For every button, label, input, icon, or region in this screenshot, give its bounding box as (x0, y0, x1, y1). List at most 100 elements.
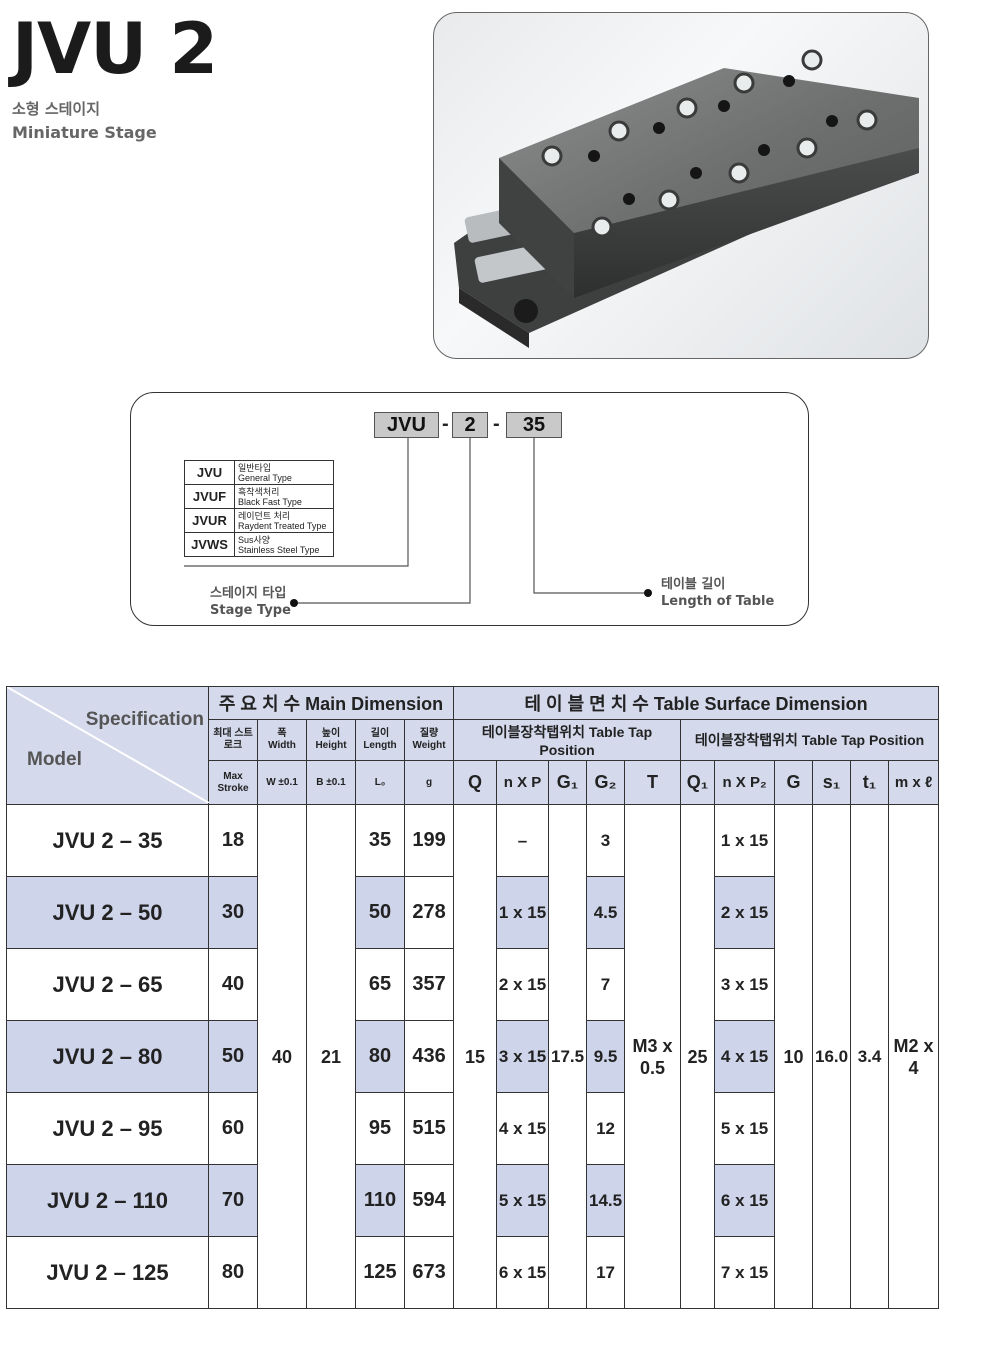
code-separator: - (493, 413, 500, 435)
np2-cell: 6 x 15 (714, 1164, 776, 1237)
g2-cell: 14.5 (586, 1164, 626, 1237)
specification-table: Specification Model 주 요 치 수 Main Dimensi… (6, 686, 940, 1309)
main-dimension-header: 주 요 치 수 Main Dimension (207, 686, 455, 720)
model-label: Model (27, 749, 82, 770)
weight-cell: 357 (403, 948, 455, 1021)
np2-cell: 2 x 15 (714, 876, 776, 949)
type-code: JVUF (184, 484, 235, 509)
table-row: JVU 2 – 35 18 40 21 35 199 15 – 17.5 3 M… (6, 804, 940, 1309)
table-surface-header: 테 이 블 면 치 수 Table Surface Dimension (453, 686, 940, 720)
ml-cell: M2 x 4 (888, 804, 940, 1309)
code-segment-series: JVU (374, 412, 439, 438)
np2-cell: 5 x 15 (714, 1092, 776, 1165)
weight-sub-header: g (403, 760, 455, 805)
s1-cell: 16.0 (812, 804, 852, 1309)
weight-cell: 515 (403, 1092, 455, 1165)
type-code: JVWS (184, 532, 235, 557)
np2-cell: 3 x 15 (714, 948, 776, 1021)
np-cell: 2 x 15 (496, 948, 550, 1021)
length-sub-header: L₀ (355, 760, 405, 805)
s1-header: s₁ (812, 760, 852, 805)
q1-cell: 25 (680, 804, 716, 1309)
t1-header: t₁ (850, 760, 890, 805)
np-cell: 5 x 15 (496, 1164, 550, 1237)
np2-cell: 7 x 15 (714, 1236, 776, 1309)
length-of-table-label: 테이블 길이 Length of Table (661, 577, 775, 609)
product-photo (433, 12, 929, 359)
stroke-cell: 18 (208, 804, 258, 877)
length-cell: 110 (355, 1164, 405, 1237)
t-cell: M3 x 0.5 (624, 804, 682, 1309)
code-separator: - (442, 413, 449, 435)
g2-cell: 7 (586, 948, 626, 1021)
stage-type-label: 스테이지 타입 Stage Type (210, 586, 291, 618)
g-cell: 10 (774, 804, 814, 1309)
width-cell: 40 (257, 804, 307, 1309)
corner-header: Specification Model (6, 686, 209, 805)
stroke-cell: 60 (208, 1092, 258, 1165)
length-cell: 95 (355, 1092, 405, 1165)
g2-cell: 3 (586, 804, 626, 877)
stroke-cell: 30 (208, 876, 258, 949)
table-row: JVU 2 – 110 70 110 594 5 x 15 14.5 6 x 1… (6, 1164, 939, 1237)
weight-cell: 673 (403, 1236, 455, 1309)
q1-header: Q₁ (680, 760, 716, 805)
table-row: JVU 2 – 125 80 125 673 6 x 15 17 7 x 15 (6, 1236, 939, 1309)
model-cell: JVU 2 – 95 (6, 1092, 209, 1165)
code-segment-length: 35 (506, 412, 562, 438)
g2-cell: 17 (586, 1236, 626, 1309)
type-code: JVU (184, 460, 235, 485)
t1-cell: 3.4 (850, 804, 890, 1309)
length-cell: 125 (355, 1236, 405, 1309)
model-cell: JVU 2 – 125 (6, 1236, 209, 1309)
model-cell: JVU 2 – 50 (6, 876, 209, 949)
g2-cell: 9.5 (586, 1020, 626, 1093)
model-cell: JVU 2 – 35 (6, 804, 209, 877)
stroke-cell: 50 (208, 1020, 258, 1093)
tap-position-header-1: 테이블장착탭위치 Table Tap Position (453, 719, 682, 761)
g2-cell: 4.5 (586, 876, 626, 949)
ordering-code-box (130, 392, 809, 626)
g-header: G (774, 760, 814, 805)
tap-position-header-2: 테이블장착탭위치 Table Tap Position (680, 719, 940, 761)
width-sub-header: W ±0.1 (257, 760, 307, 805)
g1-header: G₁ (548, 760, 588, 805)
stroke-cell: 40 (208, 948, 258, 1021)
model-cell: JVU 2 – 110 (6, 1164, 209, 1237)
page-title: JVU 2 (12, 8, 218, 90)
weight-cell: 594 (403, 1164, 455, 1237)
np-cell: 6 x 15 (496, 1236, 550, 1309)
g1-cell: 17.5 (548, 804, 588, 1309)
height-sub-header: B ±0.1 (306, 760, 356, 805)
np-cell: 1 x 15 (496, 876, 550, 949)
np-cell: 3 x 15 (496, 1020, 550, 1093)
model-cell: JVU 2 – 80 (6, 1020, 209, 1093)
subtitle-english: Miniature Stage (12, 123, 157, 142)
ml-header: m x ℓ (888, 760, 940, 805)
table-row: JVU 2 – 95 60 95 515 4 x 15 12 5 x 15 (6, 1092, 939, 1165)
g2-cell: 12 (586, 1092, 626, 1165)
subtitle-korean: 소형 스테이지 (12, 100, 101, 118)
np-cell: 4 x 15 (496, 1092, 550, 1165)
q-cell: 15 (453, 804, 498, 1309)
length-cell: 65 (355, 948, 405, 1021)
weight-cell: 278 (403, 876, 455, 949)
length-cell: 80 (355, 1020, 405, 1093)
table-row: JVU 2 – 50 30 50 278 1 x 15 4.5 2 x 15 (6, 876, 939, 949)
table-row: JVU 2 – 65 40 65 357 2 x 15 7 3 x 15 (6, 948, 939, 1021)
connector-lines (184, 437, 652, 607)
weight-cell: 436 (403, 1020, 455, 1093)
length-cell: 50 (355, 876, 405, 949)
specification-label: Specification (85, 709, 204, 730)
stroke-cell: 80 (208, 1236, 258, 1309)
weight-cell: 199 (403, 804, 455, 877)
np2-header: n X P₂ (714, 760, 776, 805)
